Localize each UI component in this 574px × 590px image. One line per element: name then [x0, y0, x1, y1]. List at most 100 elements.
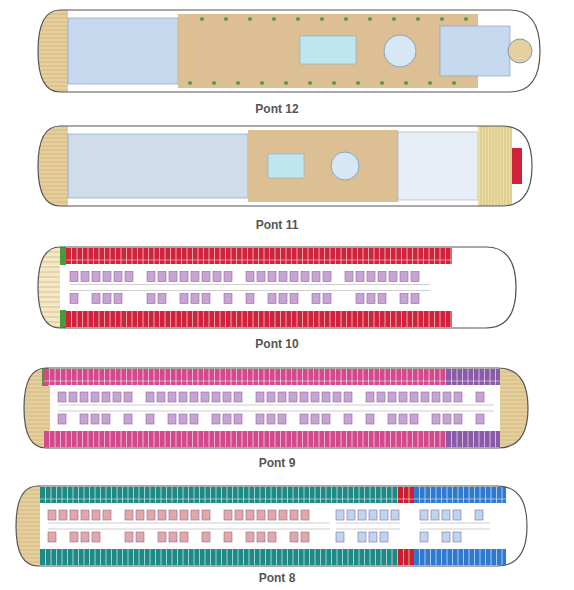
deck-area: [290, 272, 298, 282]
deck-area: [248, 130, 398, 202]
deck-area: [125, 272, 133, 282]
cabin-divider: [423, 248, 424, 264]
cabin-divider: [407, 311, 408, 327]
cabin-divider: [269, 311, 270, 327]
cabin-divider: [88, 431, 89, 447]
cabin-divider: [409, 549, 410, 565]
cabin-divider: [445, 369, 446, 385]
cabin-divider: [199, 487, 200, 503]
cabin-divider: [170, 431, 171, 447]
cabin-divider: [390, 248, 391, 264]
cabin-divider: [214, 248, 215, 264]
cabin-divider: [363, 248, 364, 264]
plant: [440, 17, 444, 21]
cabin-divider: [143, 369, 144, 385]
cabin-divider: [440, 248, 441, 264]
cabin-divider: [45, 549, 46, 565]
cabin-divider: [397, 487, 398, 503]
cabin-divider: [95, 549, 96, 565]
cabin-divider: [352, 369, 353, 385]
cabin-divider: [440, 311, 441, 327]
cabin-divider: [238, 487, 239, 503]
cabin-divider: [82, 248, 83, 264]
cabin-divider: [398, 499, 414, 500]
cabin-divider: [293, 549, 294, 565]
cabin-divider: [159, 248, 160, 264]
deck-area: [323, 272, 331, 282]
deck-area: [388, 414, 396, 424]
cabin-divider: [275, 311, 276, 327]
cabin-divider: [216, 549, 217, 565]
deck-area: [201, 392, 209, 402]
plant: [200, 17, 204, 21]
deck-area: [202, 294, 210, 304]
cabin-divider: [468, 431, 469, 447]
deck-area: [420, 532, 428, 542]
cabin-divider: [203, 311, 204, 327]
deck-area: [114, 272, 122, 282]
deck-area: [59, 510, 67, 520]
deck-area: [414, 487, 506, 503]
deck-area: [48, 510, 56, 520]
deck-area: [180, 294, 188, 304]
deck-area: [414, 549, 506, 565]
cabin-divider: [304, 549, 305, 565]
cabin-divider: [309, 549, 310, 565]
cabin-divider: [320, 549, 321, 565]
cabin-divider: [205, 549, 206, 565]
cabin-divider: [374, 311, 375, 327]
cabin-divider: [122, 487, 123, 503]
cabin-divider: [126, 369, 127, 385]
plant: [308, 81, 312, 85]
deck-area: [113, 392, 121, 402]
cabin-divider: [188, 487, 189, 503]
deck-drawing: [38, 247, 516, 328]
deck-area: [257, 272, 265, 282]
cabin-divider: [104, 311, 105, 327]
cabin-divider: [260, 549, 261, 565]
cabin-divider: [342, 487, 343, 503]
deck-plan: Pont 9: [0, 364, 554, 470]
deck-area: [60, 247, 66, 265]
cabin-divider: [445, 311, 446, 327]
cabin-divider: [99, 369, 100, 385]
deck-area: [38, 247, 60, 328]
deck-area: [369, 510, 377, 520]
cabin-divider: [331, 549, 332, 565]
cabin-divider: [225, 248, 226, 264]
cabin-divider: [139, 487, 140, 503]
cabin-divider: [308, 369, 309, 385]
cabin-divider: [342, 549, 343, 565]
deck-area: [311, 414, 319, 424]
cabin-divider: [93, 369, 94, 385]
cabin-divider: [313, 248, 314, 264]
deck-area: [125, 510, 133, 520]
deck-stripe: [16, 538, 40, 539]
cabin-divider: [51, 549, 52, 565]
deck-area: [169, 510, 177, 520]
cabin-divider: [368, 431, 369, 447]
cabin-divider: [66, 260, 452, 261]
deck-area: [246, 294, 254, 304]
plant: [284, 81, 288, 85]
cabin-divider: [210, 487, 211, 503]
deck-title: Pont 8: [0, 571, 554, 585]
cabin-divider: [452, 487, 453, 503]
deck-area: [388, 392, 396, 402]
cabin-divider: [309, 487, 310, 503]
deck-area: [311, 392, 319, 402]
deck-title: Pont 10: [0, 337, 554, 351]
cabin-divider: [418, 369, 419, 385]
cabin-divider: [253, 311, 254, 327]
cabin-divider: [436, 487, 437, 503]
cabin-divider: [88, 311, 89, 327]
deck-area: [399, 392, 407, 402]
cabin-divider: [490, 431, 491, 447]
cabin-divider: [319, 311, 320, 327]
cabin-divider: [183, 549, 184, 565]
deck-stripe: [500, 440, 530, 441]
cabin-divider: [496, 549, 497, 565]
deck-area: [398, 549, 414, 565]
deck-stripe: [38, 170, 68, 171]
